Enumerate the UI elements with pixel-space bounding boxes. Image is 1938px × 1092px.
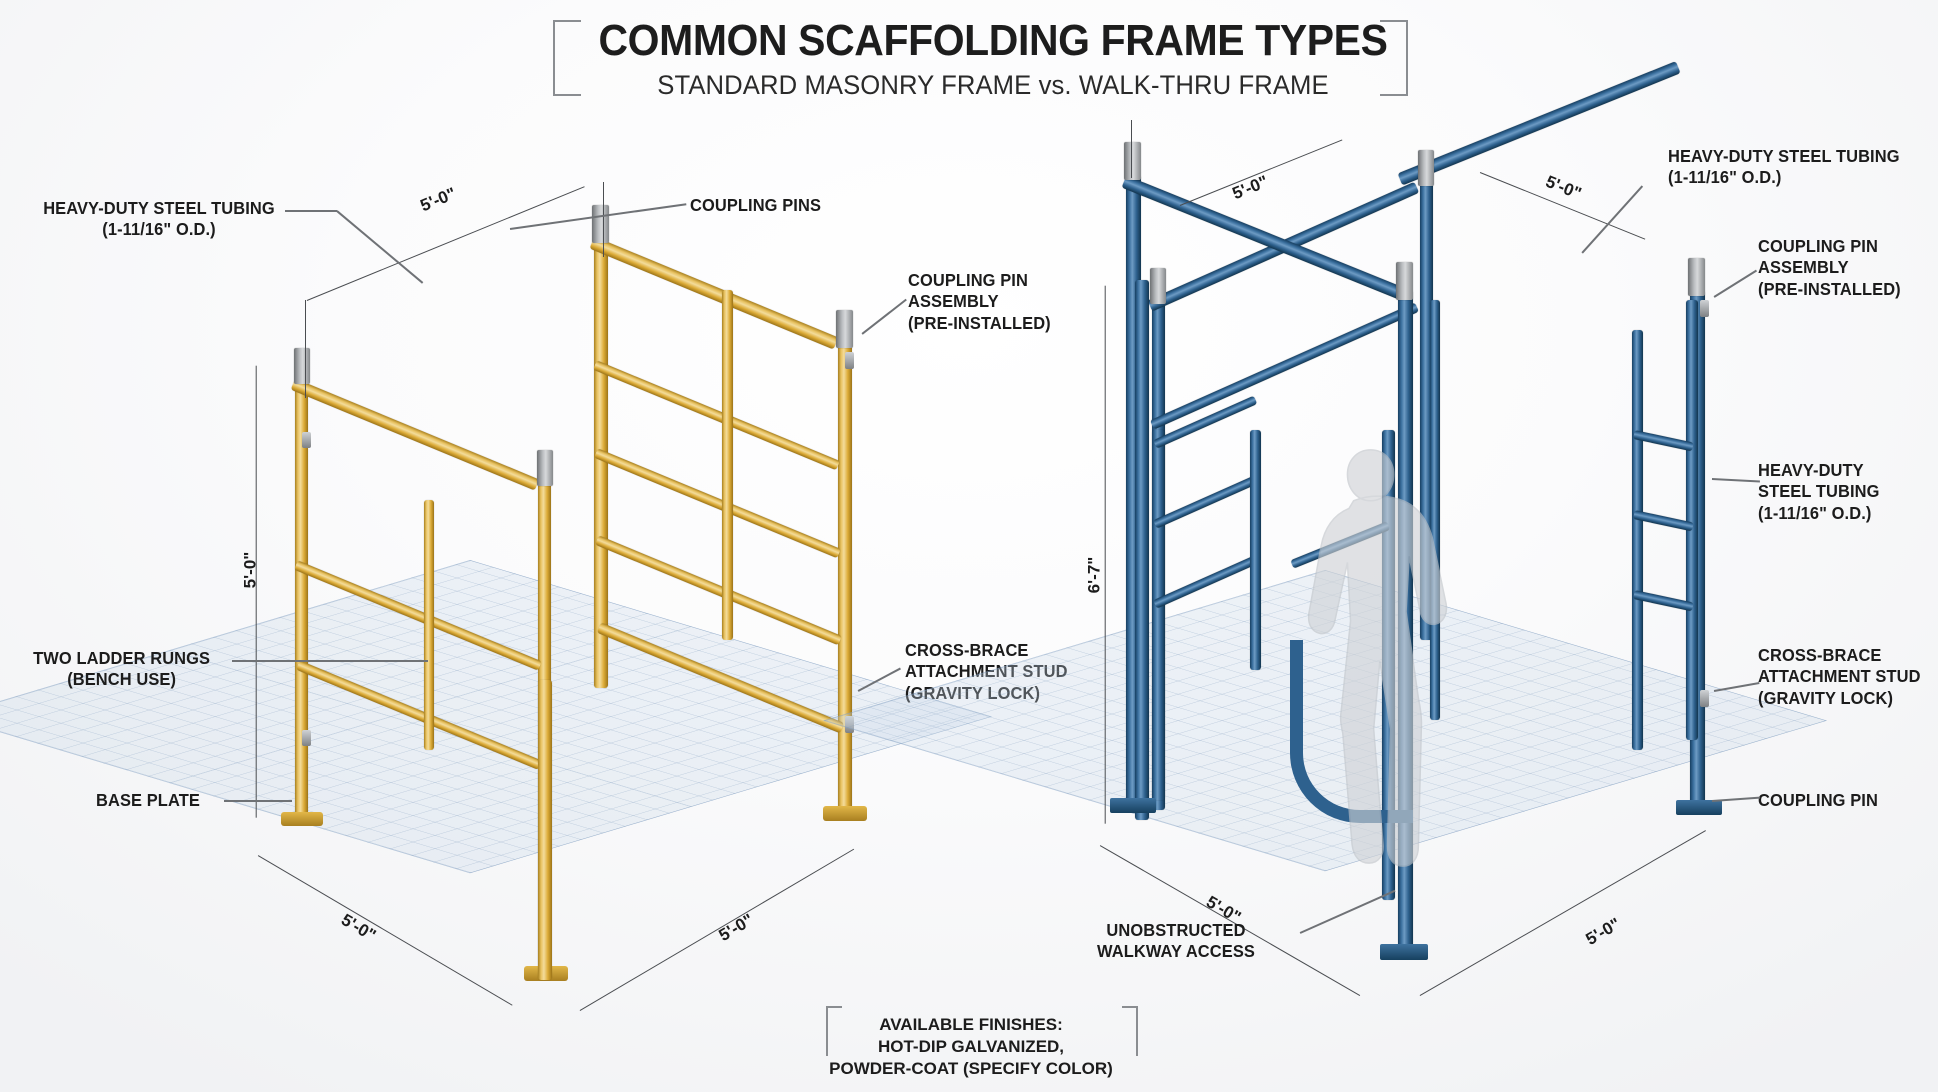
page-subtitle: STANDARD MASONRY FRAME vs. WALK-THRU FRA… (657, 70, 1329, 101)
available-finishes-caption: AVAILABLE FINISHES: HOT-DIP GALVANIZED, … (829, 1015, 1113, 1079)
right-frame-base-plate-c (1676, 800, 1722, 815)
label-right-coupling-pin: COUPLING PIN (1758, 790, 1878, 810)
right-frame-base-plate-a (1110, 798, 1156, 813)
label-right-coupling-pin-assembly: COUPLING PIN ASSEMBLY (PRE-INSTALLED) (1758, 236, 1901, 299)
leader-right-steel-tubing-side (1711, 478, 1760, 483)
right-frame-coupling-pin-front-left (1124, 142, 1141, 180)
right-frame-base-plate-b (1380, 944, 1428, 960)
human-silhouette (1307, 449, 1448, 867)
left-dim-top-tick-b (603, 182, 605, 257)
leader-coupling-pin-assembly-left (861, 298, 907, 335)
right-frame-ladder-stile-outer (1686, 300, 1698, 740)
left-frame-front-ladder-stile (722, 290, 733, 640)
label-unobstructed-walkway: UNOBSTRUCTED WALKWAY ACCESS (1097, 920, 1255, 962)
left-dim-height-line (255, 365, 257, 818)
leader-right-steel-tubing-top (1581, 185, 1643, 254)
finishes-bracket-left (826, 1006, 842, 1056)
left-frame-front-coupling-pin-left (592, 205, 609, 243)
leader-left-steel-tubing-a (285, 210, 337, 212)
left-frame-front-post-left-lower (538, 680, 552, 980)
label-right-cross-brace-stud: CROSS-BRACE ATTACHMENT STUD (GRAVITY LOC… (1758, 645, 1921, 708)
label-coupling-pins: COUPLING PINS (690, 195, 822, 215)
right-dim-top-left-tick (1131, 120, 1133, 178)
left-frame-rear-ladder-stile (424, 500, 434, 750)
right-frame-rear-upper-tie (1149, 302, 1419, 430)
right-frame-left-post-front (1135, 280, 1149, 820)
left-frame-rear-top-rail (290, 378, 540, 491)
label-cross-brace-stud-left: CROSS-BRACE ATTACHMENT STUD (GRAVITY LOC… (905, 640, 1067, 703)
left-frame-front-post-right (838, 340, 852, 815)
right-frame-front-top-rail-2 (1397, 61, 1681, 186)
left-frame-front-coupling-pin-right (836, 310, 853, 348)
right-frame-ladder-stile-inner (1632, 330, 1643, 750)
page-title: COMMON SCAFFOLDING FRAME TYPES (598, 16, 1388, 65)
right-frame-rear-ladder-stile-a (1430, 300, 1440, 720)
right-dim-top-left-label: 5'-0" (1229, 171, 1271, 204)
left-dim-top-tick-a (305, 300, 307, 398)
title-bracket-left (553, 20, 581, 96)
left-frame-front-top-rail (589, 236, 839, 350)
left-dim-bottom-left-line (257, 855, 513, 1007)
left-frame-front-cross-brace-stud-lower (845, 716, 854, 733)
right-frame-coupling-pin-front-right (1688, 258, 1705, 296)
left-dim-bottom-left-label: 5'-0" (337, 910, 380, 946)
right-frame-cross-brace-stud-upper (1700, 300, 1709, 317)
right-frame-arch-left-inner (1250, 430, 1261, 670)
right-frame-coupling-pin-rear-right (1418, 150, 1434, 186)
left-frame-rear-cross-brace-stud-lower (302, 730, 311, 746)
left-frame-rear-cross-brace-stud-upper (302, 432, 311, 448)
right-dim-height-line (1104, 285, 1106, 824)
leader-base-plate (224, 800, 292, 802)
left-dim-height-label: 5'-0" (240, 551, 260, 589)
label-coupling-pin-assembly-left: COUPLING PIN ASSEMBLY (PRE-INSTALLED) (908, 270, 1051, 333)
left-dim-top-label: 5'-0" (417, 183, 459, 216)
left-dim-bottom-right-label: 5'-0" (715, 910, 757, 946)
finishes-bracket-right (1122, 1006, 1138, 1056)
left-frame-rear-post-left (295, 380, 308, 820)
label-base-plate: BASE PLATE (96, 790, 200, 810)
leader-right-coupling-pin-assembly (1713, 269, 1757, 298)
right-frame-cross-brace-stud-lower (1700, 690, 1709, 707)
leader-left-steel-tubing-b (336, 210, 424, 284)
title-bracket-right (1380, 20, 1408, 96)
left-frame-front-rung-1 (593, 360, 840, 471)
left-frame-rear-coupling-pin-left (294, 348, 310, 384)
left-frame-front-rung-2 (594, 448, 841, 559)
label-two-ladder-rungs: TWO LADDER RUNGS (BENCH USE) (33, 648, 211, 690)
right-frame-coupling-pin-center (1396, 262, 1413, 300)
right-dim-bottom-right-label: 5'-0" (1582, 914, 1624, 949)
left-frame-front-base-plate-right (823, 806, 867, 821)
right-frame-coupling-pin-rear-left (1150, 268, 1166, 304)
leader-right-coupling-pin (1711, 796, 1760, 802)
label-right-steel-tubing-side: HEAVY-DUTY STEEL TUBING (1-11/16" O.D.) (1758, 460, 1880, 523)
right-dim-bottom-right-line (1419, 830, 1707, 997)
right-dim-height-label: 6'-7" (1084, 556, 1104, 594)
right-frame-arch-left-leg (1152, 430, 1165, 800)
left-frame-front-cross-brace-stud-upper (845, 352, 854, 369)
right-frame-arch-left-rung-b (1153, 475, 1258, 529)
label-right-steel-tubing-top: HEAVY-DUTY STEEL TUBING (1-11/16" O.D.) (1668, 146, 1900, 188)
left-frame-front-post-left (594, 238, 608, 688)
label-left-steel-tubing: HEAVY-DUTY STEEL TUBING (1-11/16" O.D.) (43, 198, 275, 240)
left-frame-rear-coupling-pin-right (537, 450, 553, 486)
left-frame-rear-base-plate-left (281, 812, 323, 826)
title-block: COMMON SCAFFOLDING FRAME TYPES STANDARD … (553, 16, 1433, 101)
leader-two-ladder-rungs (232, 660, 428, 662)
leader-right-cross-brace-stud (1713, 682, 1760, 692)
